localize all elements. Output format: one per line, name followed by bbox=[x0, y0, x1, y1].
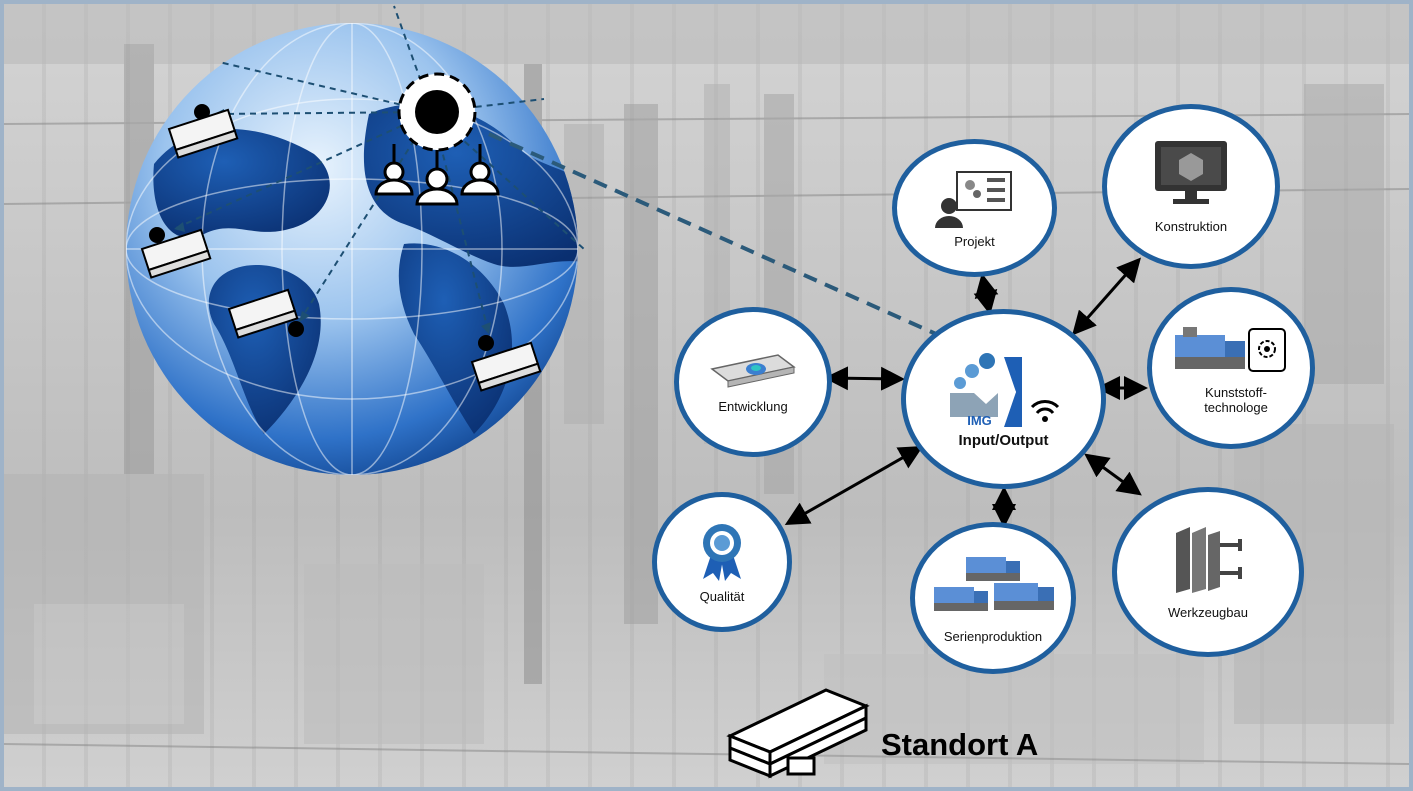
arrow-qualitaet bbox=[784, 446, 924, 525]
machines-icon bbox=[934, 556, 1054, 611]
monitor-cube-icon bbox=[1155, 141, 1227, 204]
node-konstruktion: Konstruktion bbox=[1102, 104, 1280, 269]
node-kunststoff: Kunststoff- technologe bbox=[1147, 287, 1315, 449]
award-badge-icon bbox=[703, 523, 741, 581]
part-model-icon bbox=[710, 353, 796, 388]
node-label-entwicklung: Entwicklung bbox=[718, 398, 788, 414]
connectors bbox=[488, 132, 1148, 528]
node-qualitaet: Qualität bbox=[652, 492, 792, 632]
mold-tool-icon bbox=[1176, 526, 1242, 593]
node-label-projekt: Projekt bbox=[954, 233, 995, 249]
center-logo-text: IMG bbox=[967, 413, 992, 428]
center-label: Input/Output bbox=[958, 432, 1049, 449]
arrow-konstruktion bbox=[1072, 257, 1141, 336]
node-label-kunststoff: Kunststoff- technologe bbox=[1204, 385, 1268, 415]
arrow-entwicklung bbox=[824, 366, 905, 391]
project-dashboard-icon bbox=[934, 170, 1012, 228]
location-device-icon bbox=[726, 688, 870, 779]
globe bbox=[126, 5, 585, 475]
location-label: Standort A bbox=[881, 727, 1039, 762]
gear-people-icon bbox=[374, 72, 500, 206]
img-logo-icon bbox=[949, 353, 1059, 427]
node-label-konstruktion: Konstruktion bbox=[1154, 219, 1228, 234]
arrow-werkzeugbau bbox=[1084, 453, 1142, 496]
machine-touch-gear-icon bbox=[1175, 327, 1286, 372]
node-label-werkzeugbau: Werkzeugbau bbox=[1168, 604, 1248, 620]
diagram-canvas: IMG Input/Output Projekt Konstruktion bbox=[4, 4, 1409, 787]
center-node: IMG Input/Output bbox=[901, 309, 1106, 489]
node-werkzeugbau: Werkzeugbau bbox=[1112, 487, 1304, 657]
node-serienproduktion: Serienproduktion bbox=[910, 522, 1076, 674]
arrow-projekt bbox=[973, 273, 999, 315]
node-label-serienproduktion: Serienproduktion bbox=[943, 628, 1043, 644]
node-label-qualitaet: Qualität bbox=[699, 588, 745, 604]
node-projekt: Projekt bbox=[892, 139, 1057, 277]
node-entwicklung: Entwicklung bbox=[674, 307, 832, 457]
